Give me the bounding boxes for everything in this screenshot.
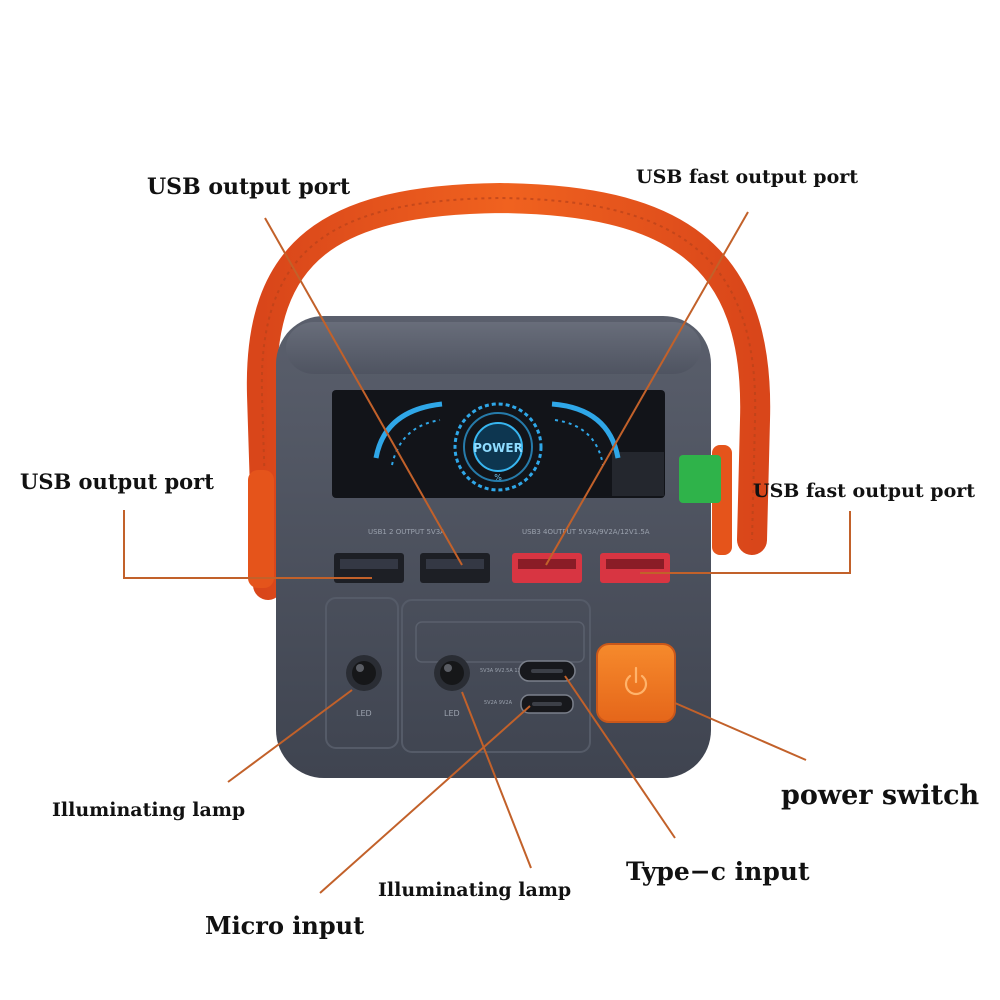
micro-spec-text: 5V2A 9V2A (484, 700, 513, 706)
leader-micro (319, 705, 531, 894)
led-caption-left: LED (356, 709, 372, 718)
leader-usb-top-right (545, 211, 749, 566)
leader-typec (564, 675, 676, 839)
micro-port (520, 694, 574, 714)
led-lamp-center: LED (434, 655, 470, 718)
right-gauge (551, 401, 621, 466)
callout-power-switch: power switch (781, 780, 980, 811)
power-icon (624, 666, 648, 696)
callout-usb-output-port-top: USB output port (147, 174, 351, 200)
leader-lines (123, 211, 851, 894)
usb-group-2-caption: USB3 4OUTPUT 5V3A/9V2A/12V1.5A (522, 528, 650, 536)
usb-port-1 (334, 553, 404, 583)
center-gauge: POWER % (453, 402, 543, 492)
leader-usb-top-left (264, 217, 463, 566)
led-lamp-left: LED (346, 655, 382, 718)
callout-type-c-input: Type−c input (626, 857, 810, 886)
typec-spec-text: 5V3A 9V2.5A 12V1.5A (480, 668, 536, 674)
callout-illuminating-lamp-bottom: Illuminating lamp (378, 879, 572, 901)
callout-usb-output-port-left: USB output port (20, 469, 214, 494)
leader-usb-left (123, 510, 372, 579)
callout-usb-fast-output-port-top: USB fast output port (636, 166, 859, 188)
usb-port-2 (420, 553, 490, 583)
left-gauge (373, 401, 443, 466)
leader-usb-right (640, 511, 851, 574)
usb-fast-port-4 (600, 553, 670, 583)
usb-group-1-caption: USB1 2 OUTPUT 5V3A (368, 528, 445, 536)
callout-usb-fast-output-port-right: USB fast output port (753, 480, 976, 502)
leader-lamp-left (227, 689, 353, 783)
leader-lamp-bottom (461, 691, 532, 869)
display-power-text: POWER (473, 441, 523, 455)
power-button (596, 643, 676, 723)
led-caption-center: LED (444, 709, 460, 718)
usb-fast-port-3 (512, 553, 582, 583)
leader-power (674, 702, 807, 761)
green-tab (679, 455, 721, 503)
type-c-port (518, 660, 576, 682)
callout-micro-input: Micro input (205, 911, 365, 940)
display-unit-text: % (494, 473, 502, 482)
callout-illuminating-lamp-left: Illuminating lamp (52, 799, 246, 821)
